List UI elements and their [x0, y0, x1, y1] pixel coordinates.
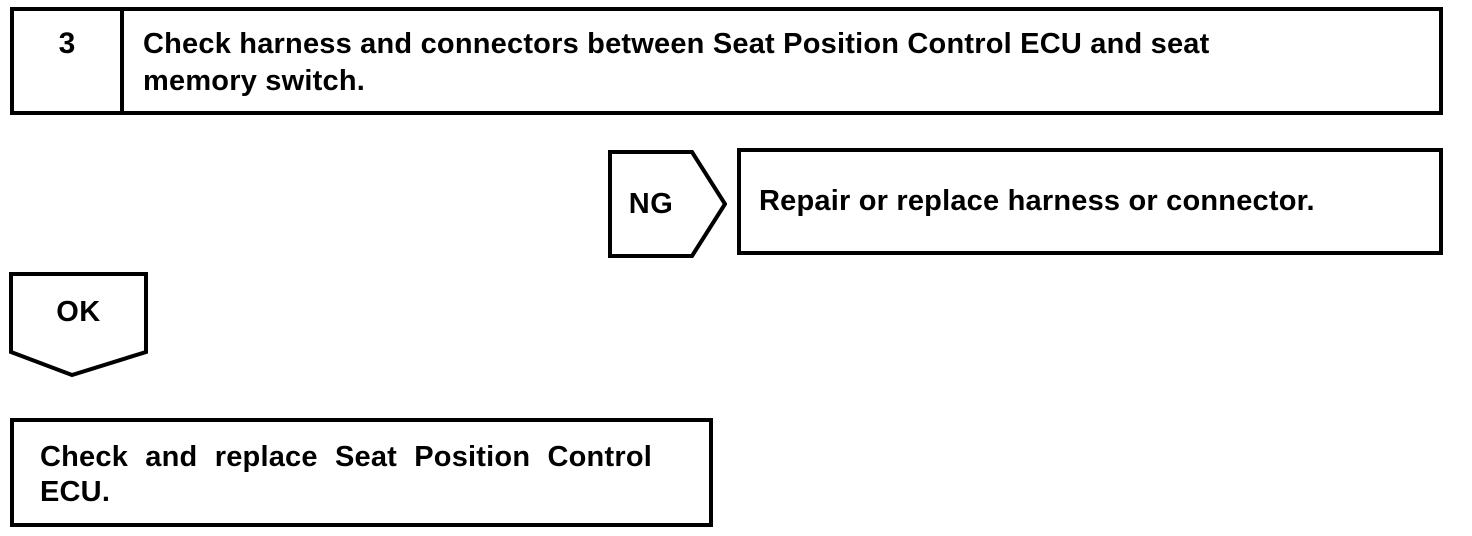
- step-number: 3: [14, 11, 124, 111]
- ok-connector-shape: OK: [9, 272, 148, 378]
- step-instruction: Check harness and connectors between Sea…: [124, 11, 1439, 111]
- ng-pentagon-icon: [608, 150, 727, 258]
- ng-connector-shape: NG: [608, 150, 727, 258]
- step-box: 3 Check harness and connectors between S…: [10, 7, 1443, 115]
- ok-action-line-2: ECU.: [40, 476, 111, 508]
- ng-action-text: Repair or replace harness or connector.: [759, 185, 1315, 217]
- ng-action-box: Repair or replace harness or connector.: [737, 148, 1443, 255]
- step-instruction-line-1: Check harness and connectors between Sea…: [143, 28, 1210, 60]
- ok-action-box: Check and replace Seat Position Control …: [10, 418, 713, 527]
- ok-label: OK: [56, 295, 101, 328]
- ng-label: NG: [628, 187, 674, 220]
- step-instruction-line-2: memory switch.: [143, 65, 365, 97]
- ok-action-line-1: Check and replace Seat Position Control: [40, 441, 652, 473]
- ok-pentagon-icon: [9, 272, 148, 378]
